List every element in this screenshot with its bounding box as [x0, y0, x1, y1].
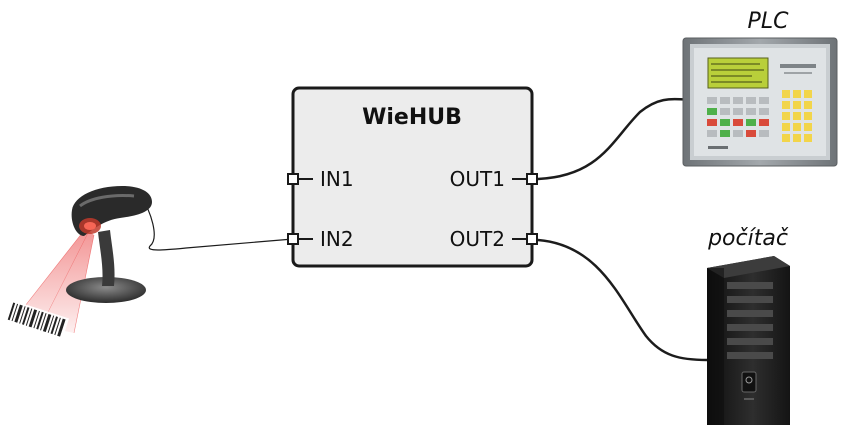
wiehub-box: WieHUB IN1 IN2 OUT1 OUT2	[287, 86, 538, 268]
plc-numeric-keypad	[782, 90, 812, 142]
plc-device: PLC	[682, 9, 838, 167]
barcode-icon	[5, 300, 70, 340]
plc-screen	[707, 57, 769, 89]
scanner-stand-base	[66, 277, 146, 303]
label-in1: IN1	[320, 167, 354, 191]
computer-device: počítač	[707, 226, 790, 425]
port-in2	[287, 233, 299, 245]
scanner-stand-neck	[98, 230, 115, 286]
port-out2	[526, 233, 538, 245]
port-out1	[526, 173, 538, 185]
hub-title: WieHUB	[362, 105, 462, 130]
barcode-scanner	[5, 186, 152, 340]
power-button-icon	[741, 371, 757, 393]
laser-beam	[14, 228, 94, 333]
cable-scanner-in2	[141, 197, 294, 251]
label-out1: OUT1	[450, 167, 505, 191]
label-in2: IN2	[320, 227, 354, 251]
cable-out2-computer	[537, 238, 708, 362]
label-out2: OUT2	[450, 227, 505, 251]
port-in1	[287, 173, 299, 185]
cables	[141, 97, 708, 362]
plc-label: PLC	[748, 9, 790, 34]
computer-label: počítač	[707, 226, 789, 251]
cable-out1-plc	[537, 97, 696, 181]
drive-bays	[727, 282, 773, 359]
plc-function-keys	[707, 97, 769, 137]
